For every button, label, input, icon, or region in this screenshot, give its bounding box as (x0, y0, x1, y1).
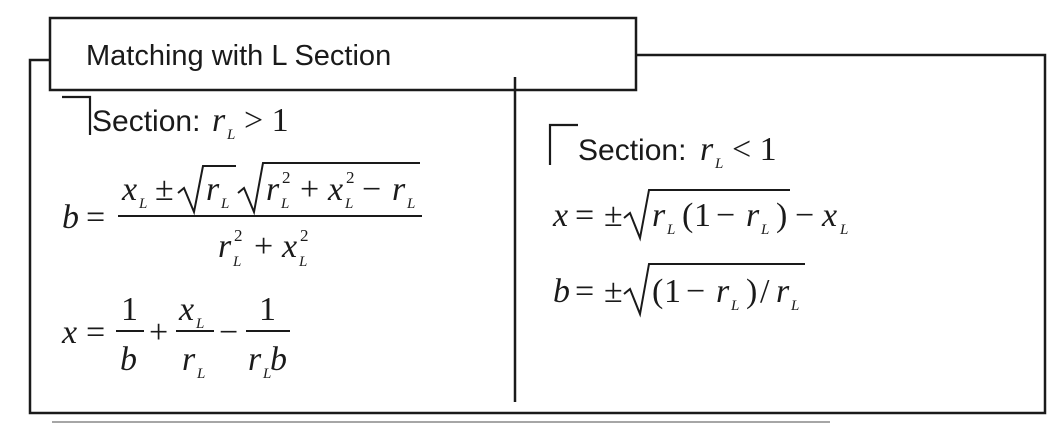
left-eqb-den-x: x (281, 228, 297, 265)
right-condition-rest: < 1 (732, 131, 777, 168)
right-eqx-x-sub: L (839, 222, 848, 238)
right-eqx-r2: r (746, 197, 760, 234)
left-eqb-sqrt2-r-sub: L (280, 196, 289, 212)
left-eqb-sqrt1-r: r (206, 171, 220, 208)
right-section-symbol (548, 123, 578, 165)
left-condition-var: r (212, 102, 226, 139)
left-eqx-f1-num: 1 (121, 291, 138, 328)
left-eqx-f2-num: x (178, 291, 194, 328)
left-eqx-f2-den-sub: L (196, 366, 205, 382)
left-equation-b: b = x L ± r L r 2 L + x 2 L − r L r 2 L … (62, 162, 422, 270)
right-eqb-sqrt (623, 263, 805, 318)
left-eqx-f3-num: 1 (259, 291, 276, 328)
right-eqx-minus2: − (795, 197, 814, 234)
left-eqx-lhs: x (61, 314, 77, 351)
left-eqb-den-r-sup: 2 (234, 226, 243, 245)
right-condition-sub: L (714, 156, 723, 172)
right-eqx-x: x (821, 197, 837, 234)
left-eqb-sqrt2-plus: + (300, 171, 319, 208)
right-eqx-r-sub: L (666, 222, 675, 238)
left-section-label: Section: (92, 105, 200, 138)
right-eqx-paren-close: ) (776, 197, 787, 234)
right-equation-x: x = ± r L ( 1 − r L ) − x L (552, 189, 848, 242)
right-eqx-minus: − (716, 197, 735, 234)
left-eqb-sqrt2-r: r (266, 171, 280, 208)
right-eqb-paren-close: ) (746, 273, 757, 310)
left-eqb-sqrt1-sub: L (220, 196, 229, 212)
left-eqb-sqrt2-rl-sub: L (406, 196, 415, 212)
right-eqx-pm: ± (604, 197, 623, 234)
left-eqb-sqrt2-x-sub: L (344, 196, 353, 212)
right-eqx-equals: = (575, 197, 594, 234)
right-eqb-r2: r (776, 273, 790, 310)
title-box (48, 16, 638, 92)
left-eqb-sqrt2-rl: r (392, 171, 406, 208)
right-eqx-r: r (652, 197, 666, 234)
left-eqb-num-x: x (121, 171, 137, 208)
left-section: Section: r L > 1 b = x L ± r L r 2 L + x… (61, 95, 422, 382)
right-eqx-sqrt (623, 189, 790, 242)
right-eqb-pm: ± (604, 273, 623, 310)
left-eqb-den-plus: + (254, 228, 273, 265)
right-eqb-slash: / (760, 273, 770, 310)
left-eqx-f3-den-b: b (270, 341, 287, 378)
right-eqx-paren-open: ( (682, 197, 693, 234)
left-eqx-equals: = (86, 314, 105, 351)
left-eqx-f3-den-r: r (248, 341, 262, 378)
left-eqb-lhs: b (62, 199, 79, 236)
right-eqx-one: 1 (694, 197, 711, 234)
left-eqx-f3-den-sub: L (262, 366, 271, 382)
left-eqb-den-x-sup: 2 (300, 226, 309, 245)
left-eqb-sqrt2 (237, 162, 420, 216)
left-eqb-num-x-sub: L (138, 196, 147, 212)
left-equation-x: x = 1 b + x L r L − 1 r L b (61, 291, 290, 382)
right-eqb-r: r (716, 273, 730, 310)
right-section: Section: r L < 1 x = ± r L ( 1 − r L ) −… (548, 123, 848, 318)
right-section-label: Section: (578, 134, 686, 167)
left-eqb-den-x-sub: L (298, 254, 307, 270)
outer-frame (28, 53, 1047, 415)
left-eqb-den-r-sub: L (232, 254, 241, 270)
right-eqb-minus: − (686, 273, 705, 310)
right-eqb-lhs: b (553, 273, 570, 310)
left-condition-rest: > 1 (244, 102, 289, 139)
left-eqb-sqrt2-r-sup: 2 (282, 168, 291, 187)
left-section-symbol (62, 95, 92, 135)
left-eqx-f2-num-sub: L (195, 316, 204, 332)
title-text: Matching with L Section (86, 40, 391, 72)
left-eqx-f1-den: b (120, 341, 137, 378)
left-eqx-f2-den: r (182, 341, 196, 378)
right-equation-b: b = ± ( 1 − r L ) / r L (553, 263, 805, 318)
right-eqb-one: 1 (664, 273, 681, 310)
right-eqb-paren-open: ( (652, 273, 663, 310)
left-condition-sub: L (226, 127, 235, 143)
left-eqb-equals: = (86, 199, 105, 236)
left-eqb-den-r: r (218, 228, 232, 265)
right-condition-var: r (700, 131, 714, 168)
left-eqb-sqrt2-minus: − (362, 171, 381, 208)
right-eqb-equals: = (575, 273, 594, 310)
left-eqb-sqrt1 (177, 165, 236, 216)
right-eqx-lhs: x (552, 197, 568, 234)
right-eqb-r2-sub: L (790, 298, 799, 314)
left-eqb-sqrt2-x: x (327, 171, 343, 208)
left-eqb-sqrt2-x-sup: 2 (346, 168, 355, 187)
right-eqb-r-sub: L (730, 298, 739, 314)
right-eqx-r2-sub: L (760, 222, 769, 238)
left-eqx-plus: + (149, 314, 168, 351)
left-eqb-pm: ± (155, 171, 174, 208)
left-eqx-minus: − (219, 314, 238, 351)
